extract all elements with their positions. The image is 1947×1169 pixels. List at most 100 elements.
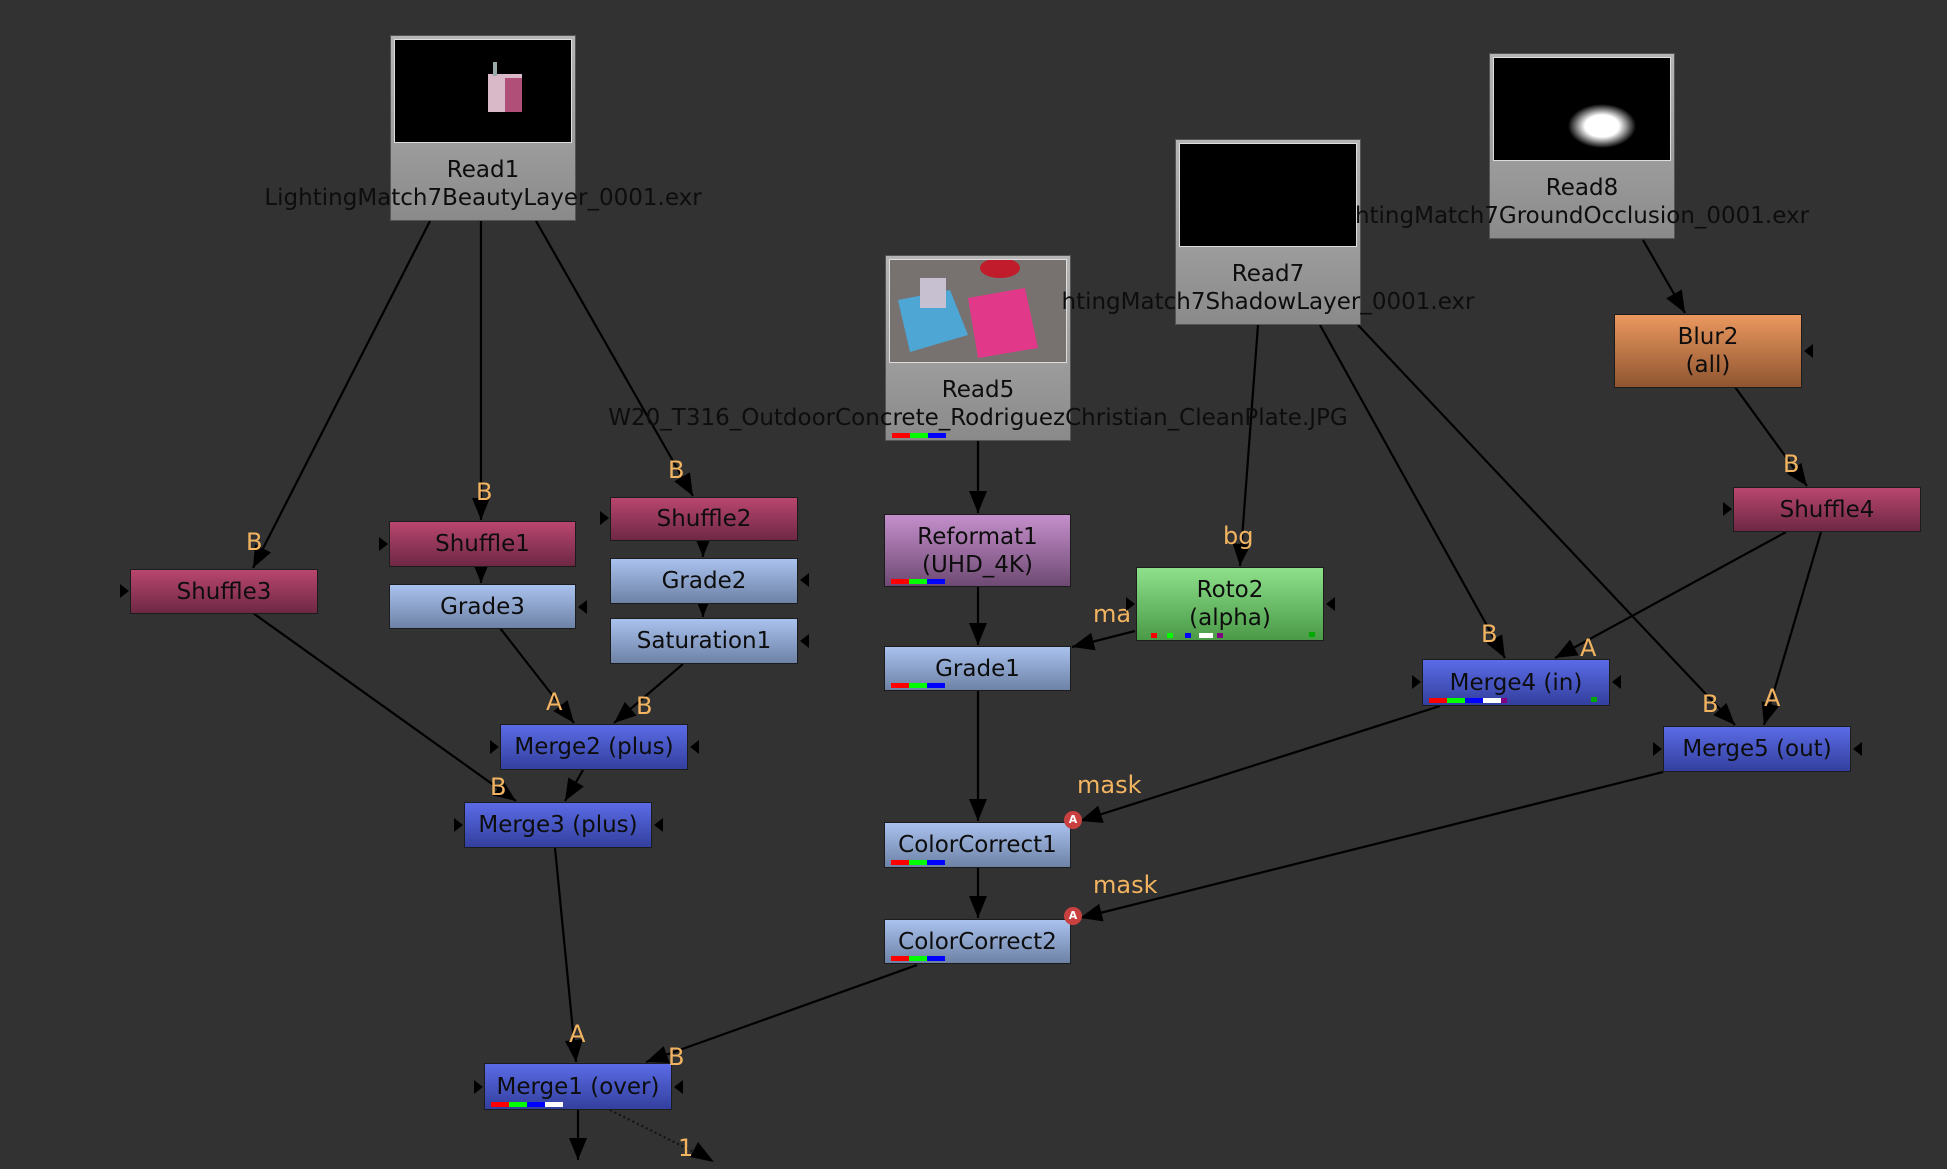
node-shuffle4[interactable]: Shuffle4 bbox=[1733, 487, 1921, 532]
mask-input-arrow-icon[interactable] bbox=[1412, 675, 1421, 689]
node-grade2[interactable]: Grade2 bbox=[610, 558, 798, 604]
mask-input-arrow-icon[interactable] bbox=[379, 537, 388, 551]
node-title: Roto2 bbox=[1196, 577, 1264, 603]
channel-indicator bbox=[891, 956, 945, 961]
node-title: Shuffle4 bbox=[1779, 496, 1875, 523]
node-merge2[interactable]: Merge2 (plus) bbox=[500, 724, 688, 770]
node-filename: htingMatch7GroundOcclusion_0001.exr bbox=[1354, 203, 1810, 229]
mask-input-arrow-icon[interactable] bbox=[1853, 742, 1862, 756]
mask-input-arrow-icon[interactable] bbox=[1723, 502, 1732, 516]
connection-edge[interactable] bbox=[553, 847, 578, 1063]
mask-badge-icon: A bbox=[1064, 811, 1082, 829]
mask-input-arrow-icon[interactable] bbox=[800, 573, 809, 587]
arrowhead-icon bbox=[1486, 634, 1505, 658]
node-merge3[interactable]: Merge3 (plus) bbox=[464, 802, 652, 848]
mask-input-arrow-icon[interactable] bbox=[490, 740, 499, 754]
connection-edge[interactable] bbox=[1357, 324, 1736, 726]
mask-badge-icon: A bbox=[1064, 907, 1082, 925]
node-title: Grade2 bbox=[661, 568, 747, 594]
arrowhead-icon bbox=[614, 701, 637, 723]
channel-indicator bbox=[891, 579, 945, 584]
node-read1[interactable]: Read1 LightingMatch7BeautyLayer_0001.exr bbox=[264, 35, 702, 221]
mask-input-arrow-icon[interactable] bbox=[1612, 675, 1621, 689]
input-label-merge5-a: A bbox=[1764, 684, 1781, 712]
node-read5[interactable]: Read5 W20_T316_OutdoorConcrete_Rodriguez… bbox=[608, 255, 1348, 441]
arrowhead-icon bbox=[646, 1046, 670, 1064]
input-label-merge4-a: A bbox=[1580, 634, 1597, 662]
mask-input-arrow-icon[interactable] bbox=[654, 818, 663, 832]
node-read7[interactable]: Read7 htingMatch7ShadowLayer_0001.exr bbox=[1061, 139, 1475, 325]
mask-input-arrow-icon[interactable] bbox=[600, 511, 609, 525]
connection-edge[interactable] bbox=[535, 220, 694, 497]
mask-input-arrow-icon[interactable] bbox=[1804, 344, 1813, 358]
arrowhead-icon bbox=[969, 799, 987, 821]
mask-input-arrow-icon[interactable] bbox=[674, 1080, 683, 1094]
node-read8[interactable]: Read8 htingMatch7GroundOcclusion_0001.ex… bbox=[1355, 53, 1809, 239]
node-title: Shuffle1 bbox=[435, 531, 530, 557]
arrowhead-icon bbox=[1072, 632, 1096, 651]
channel-indicator bbox=[892, 433, 946, 438]
node-title: Reformat1 bbox=[917, 523, 1038, 550]
arrowhead-icon bbox=[674, 472, 693, 496]
node-title: Blur2 bbox=[1677, 324, 1739, 350]
node-title: Shuffle3 bbox=[176, 578, 272, 605]
blob-thumbnail-icon bbox=[1568, 104, 1636, 148]
connection-edge[interactable] bbox=[1319, 324, 1506, 659]
arrowhead-icon bbox=[1713, 702, 1735, 725]
status-dot bbox=[1591, 697, 1597, 702]
node-shuffle2[interactable]: Shuffle2 bbox=[610, 497, 798, 541]
connection-edge[interactable] bbox=[1554, 531, 1787, 659]
mask-input-arrow-icon[interactable] bbox=[120, 584, 129, 598]
connection-edge[interactable] bbox=[645, 963, 918, 1064]
node-title: Grade3 bbox=[440, 593, 525, 620]
input-label-merge3-b: B bbox=[490, 773, 507, 801]
node-blur2[interactable]: Blur2 (all) bbox=[1614, 314, 1802, 388]
mask-input-arrow-icon[interactable] bbox=[474, 1080, 483, 1094]
node-saturation1[interactable]: Saturation1 bbox=[610, 618, 798, 664]
connection-edge[interactable] bbox=[1238, 324, 1260, 567]
mask-input-arrow-icon[interactable] bbox=[800, 634, 809, 648]
node-title: Read5 bbox=[941, 377, 1015, 403]
mask-input-arrow-icon[interactable] bbox=[454, 818, 463, 832]
node-grade1[interactable]: Grade1 bbox=[884, 646, 1071, 691]
connection-edge[interactable] bbox=[252, 220, 431, 569]
input-label-shuffle2-b: B bbox=[668, 456, 685, 484]
connection-edge[interactable] bbox=[252, 612, 517, 802]
node-colorcorrect1[interactable]: ColorCorrect1 bbox=[884, 822, 1071, 868]
node-filename: W20_T316_OutdoorConcrete_RodriguezChrist… bbox=[608, 405, 1348, 431]
connection-edge[interactable] bbox=[1762, 531, 1823, 726]
thumbnail-read1 bbox=[394, 39, 572, 143]
cube-thumbnail-icon bbox=[488, 62, 522, 112]
input-label-shuffle3-b: B bbox=[246, 528, 263, 556]
node-shuffle3[interactable]: Shuffle3 bbox=[130, 569, 318, 614]
node-shuffle1[interactable]: Shuffle1 bbox=[389, 521, 576, 567]
node-title: Read8 bbox=[1545, 175, 1619, 201]
node-title: Read7 bbox=[1231, 261, 1305, 287]
arrowhead-icon bbox=[564, 1039, 583, 1062]
node-title: Read1 bbox=[446, 157, 520, 183]
node-colorcorrect2[interactable]: ColorCorrect2 bbox=[884, 919, 1071, 964]
arrowhead-icon bbox=[1080, 805, 1104, 823]
status-dot bbox=[1309, 632, 1315, 637]
dotted-output-edge[interactable] bbox=[609, 1109, 701, 1156]
arrowhead-icon bbox=[969, 491, 987, 513]
node-merge5[interactable]: Merge5 (out) bbox=[1663, 726, 1851, 772]
node-merge1[interactable]: Merge1 (over) bbox=[484, 1063, 672, 1110]
node-subtitle: (alpha) bbox=[1189, 605, 1271, 631]
arrowhead-icon bbox=[569, 1138, 587, 1160]
mask-input-arrow-icon[interactable] bbox=[1326, 597, 1335, 611]
mask-input-arrow-icon[interactable] bbox=[690, 740, 699, 754]
thumbnail-read7 bbox=[1179, 143, 1357, 247]
node-reformat1[interactable]: Reformat1 (UHD_4K) bbox=[884, 514, 1071, 587]
connection-edge[interactable] bbox=[1079, 770, 1664, 920]
mask-input-arrow-icon[interactable] bbox=[578, 600, 587, 614]
input-label-merge2-a: A bbox=[546, 688, 563, 716]
mask-input-arrow-icon[interactable] bbox=[1126, 597, 1135, 611]
mask-input-arrow-icon[interactable] bbox=[1653, 742, 1662, 756]
node-roto2[interactable]: Roto2 (alpha) bbox=[1136, 567, 1324, 641]
node-grade3[interactable]: Grade3 bbox=[389, 584, 576, 629]
connection-edge[interactable] bbox=[1079, 704, 1441, 823]
channel-indicator bbox=[891, 860, 945, 865]
node-merge4[interactable]: Merge4 (in) bbox=[1422, 659, 1610, 706]
